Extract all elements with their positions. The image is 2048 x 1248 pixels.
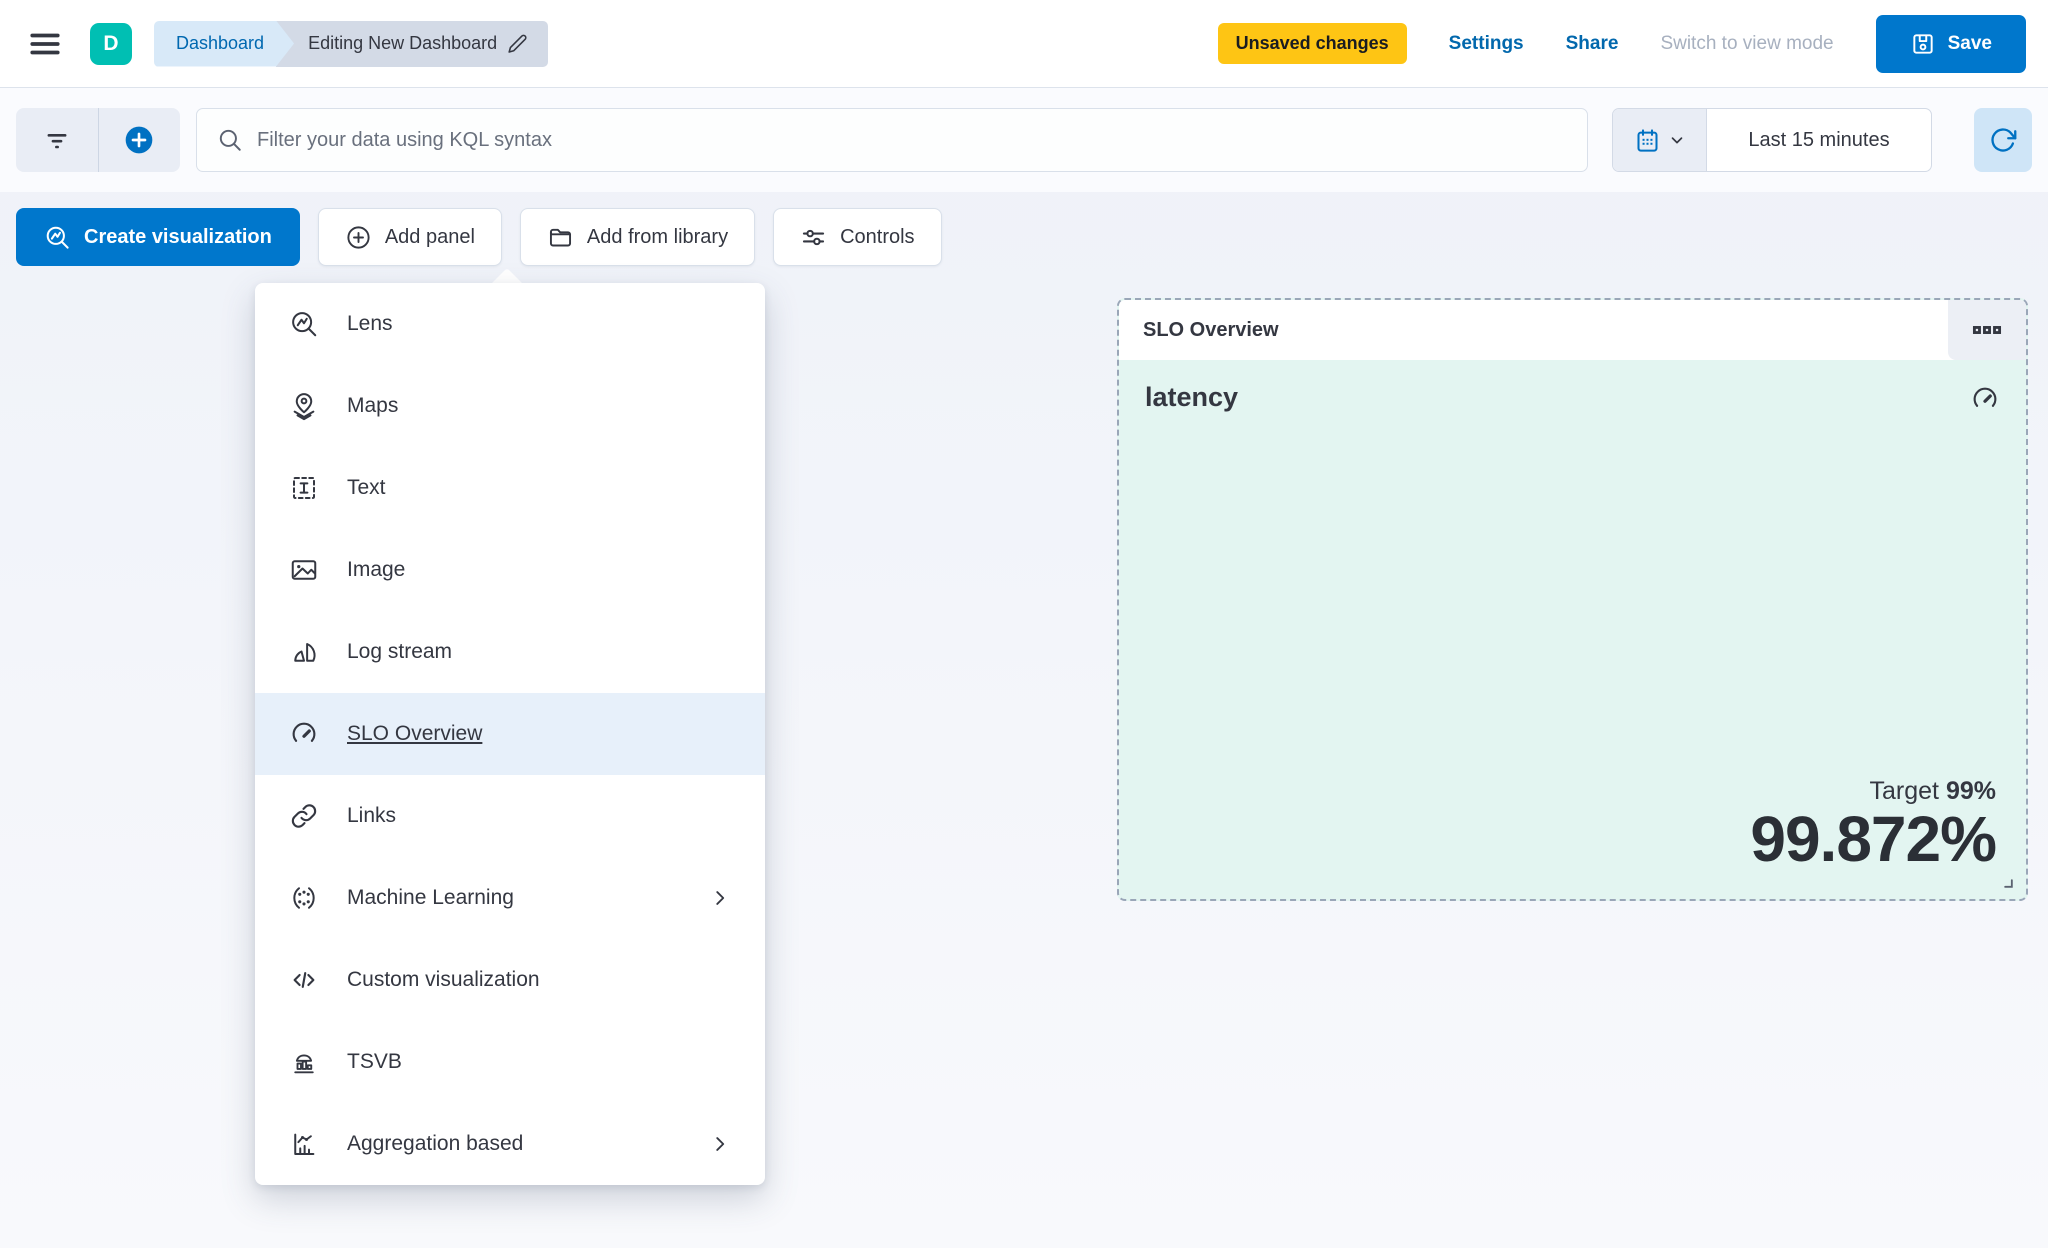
gauge-icon: [1973, 387, 1997, 407]
edit-pencil-icon: [508, 34, 527, 53]
plus-circle-outline-icon: [347, 225, 370, 249]
menu-item-maps[interactable]: Maps: [255, 365, 765, 447]
folder-icon: [549, 228, 571, 246]
menu-hamburger-icon[interactable]: [22, 21, 68, 67]
edit-toolbar: Create visualization Add panel Add from …: [0, 192, 2048, 266]
calendar-icon: [1636, 128, 1658, 152]
menu-item-links[interactable]: Links: [255, 775, 765, 857]
menu-item-slo-overview[interactable]: SLO Overview: [255, 693, 765, 775]
query-bar: Last 15 minutes: [0, 88, 2048, 192]
slo-target-value: 99%: [1945, 776, 1996, 805]
add-panel-menu: Lens Maps Text Image: [255, 268, 765, 1185]
maps-icon: [293, 393, 315, 421]
lens-icon: [46, 226, 69, 249]
filter-button-group: [16, 108, 180, 172]
breadcrumb: Dashboard Editing New Dashboard: [154, 20, 549, 67]
settings-link[interactable]: Settings: [1448, 32, 1524, 54]
chevron-right-icon: [716, 1137, 725, 1151]
slo-figures: Target 99% 99.872%: [1750, 776, 1997, 875]
code-icon: [293, 972, 315, 988]
menu-item-machine-learning[interactable]: Machine Learning: [255, 857, 765, 939]
aggregation-icon: [294, 1133, 315, 1155]
menu-item-custom-visualization[interactable]: Custom visualization: [255, 939, 765, 1021]
add-panel-button[interactable]: Add panel: [317, 208, 502, 266]
slo-metric-name: latency: [1145, 382, 1239, 412]
chevron-down-icon: [1671, 137, 1682, 144]
refresh-icon: [1991, 128, 2017, 152]
panel-title: SLO Overview: [1143, 318, 1279, 341]
add-from-library-button[interactable]: Add from library: [519, 208, 756, 266]
chevron-right-icon: [716, 891, 725, 905]
add-filter-button[interactable]: [97, 108, 181, 172]
lens-icon: [292, 312, 317, 337]
refresh-button[interactable]: [1974, 108, 2032, 172]
panel-options-button[interactable]: [1948, 300, 2026, 360]
kql-search-input[interactable]: [257, 128, 1567, 152]
filter-icon: [47, 134, 67, 149]
panel-resize-handle[interactable]: [1996, 871, 2016, 891]
panel-header: SLO Overview: [1119, 300, 2026, 360]
breadcrumb-page-label: Editing New Dashboard: [308, 33, 498, 53]
search-icon: [219, 129, 241, 151]
menu-item-image[interactable]: Image: [255, 529, 765, 611]
slo-target-label: Target: [1869, 776, 1939, 805]
menu-item-text[interactable]: Text: [255, 447, 765, 529]
text-icon: [293, 477, 315, 499]
controls-sliders-icon: [803, 229, 825, 245]
time-range-picker: Last 15 minutes: [1612, 108, 1932, 172]
machine-learning-icon: [293, 887, 315, 909]
menu-item-lens[interactable]: Lens: [255, 283, 765, 365]
share-link[interactable]: Share: [1565, 32, 1619, 54]
panel-options-icon: [1972, 326, 2002, 334]
log-stream-icon: [294, 643, 316, 662]
gauge-icon: [292, 722, 316, 742]
tsvb-icon: [294, 1054, 314, 1074]
filter-menu-button[interactable]: [16, 108, 98, 172]
link-icon: [291, 804, 317, 828]
switch-view-mode-link[interactable]: Switch to view mode: [1660, 32, 1834, 54]
controls-button[interactable]: Controls: [773, 208, 942, 266]
plus-circle-icon: [125, 126, 153, 154]
create-visualization-button[interactable]: Create visualization: [16, 208, 300, 266]
menu-item-aggregation-based[interactable]: Aggregation based: [255, 1103, 765, 1185]
kql-search-box: [196, 108, 1588, 172]
breadcrumb-dashboard[interactable]: Dashboard: [154, 21, 294, 67]
breadcrumb-current-page[interactable]: Editing New Dashboard: [276, 20, 549, 67]
menu-item-tsvb[interactable]: TSVB: [255, 1021, 765, 1103]
save-floppy-icon: [1912, 33, 1933, 54]
top-header: D Dashboard Editing New Dashboard Unsave…: [0, 0, 2048, 88]
unsaved-changes-badge: Unsaved changes: [1217, 23, 1407, 64]
menu-item-log-stream[interactable]: Log stream: [255, 611, 765, 693]
panel-content: latency Target 99% 99.872%: [1119, 360, 2026, 899]
image-icon: [291, 560, 317, 580]
time-range-calendar-button[interactable]: [1613, 109, 1707, 171]
slo-value: 99.872%: [1750, 802, 1997, 875]
save-button[interactable]: Save: [1875, 14, 2026, 73]
slo-overview-panel[interactable]: SLO Overview latency Target 99% 99.872%: [1117, 298, 2028, 901]
time-range-value[interactable]: Last 15 minutes: [1748, 128, 1890, 151]
space-avatar[interactable]: D: [90, 22, 132, 65]
